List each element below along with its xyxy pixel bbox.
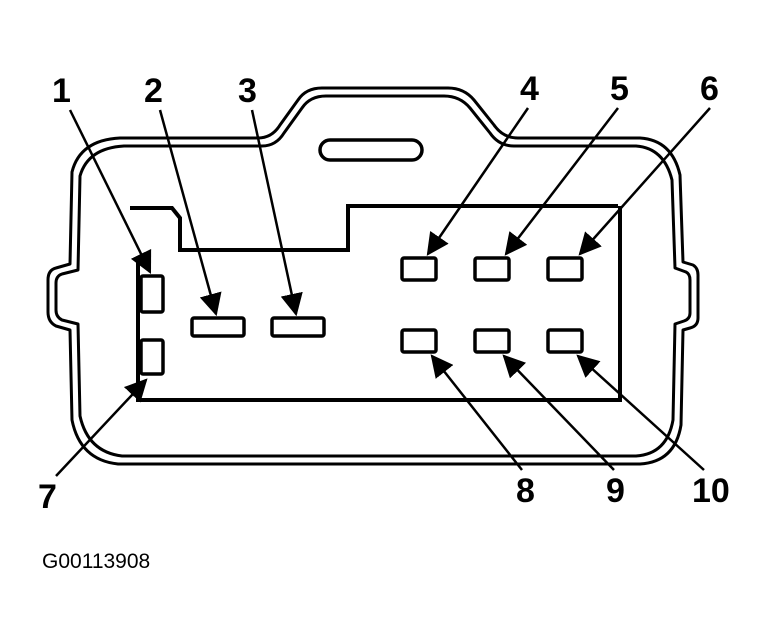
terminal-9 <box>473 328 511 354</box>
leader-10 <box>576 354 705 471</box>
pin-label-7: 7 <box>38 478 57 516</box>
terminal-1 <box>139 274 165 314</box>
pin-label-6: 6 <box>700 70 719 108</box>
leader-2 <box>158 109 222 317</box>
terminal-4 <box>400 256 438 282</box>
terminal-8 <box>400 328 438 354</box>
latch-slot <box>318 138 424 162</box>
leader-8 <box>430 354 523 471</box>
leader-9 <box>502 354 615 471</box>
pin-label-3: 3 <box>238 72 257 110</box>
leader-3 <box>250 109 303 317</box>
leader-1 <box>68 109 152 275</box>
pin-label-1: 1 <box>52 72 71 110</box>
terminal-6 <box>546 256 584 282</box>
leader-4 <box>426 107 530 256</box>
terminal-cavity-border <box>130 204 618 252</box>
leader-5 <box>504 107 619 256</box>
pin-labels: 1 2 3 4 5 6 7 8 9 10 <box>38 70 730 516</box>
pin-label-4: 4 <box>520 70 539 108</box>
leader-lines <box>55 107 711 477</box>
pin-label-10: 10 <box>692 472 730 510</box>
figure-id: G00113908 <box>42 550 150 573</box>
terminal-5 <box>473 256 511 282</box>
housing-outer-outline <box>46 86 700 466</box>
leader-7 <box>55 378 148 477</box>
terminals <box>139 256 584 376</box>
pin-label-9: 9 <box>606 472 625 510</box>
housing-inner-outline <box>54 94 692 458</box>
terminal-3 <box>270 316 326 338</box>
terminal-10 <box>546 328 584 354</box>
terminal-cavity-side <box>136 206 622 402</box>
leader-6 <box>578 107 711 256</box>
pin-label-5: 5 <box>610 70 629 108</box>
terminal-7 <box>139 338 165 376</box>
connector-housing <box>46 86 700 466</box>
pin-label-2: 2 <box>144 72 163 110</box>
pin-label-8: 8 <box>516 472 535 510</box>
terminal-2 <box>190 316 246 338</box>
